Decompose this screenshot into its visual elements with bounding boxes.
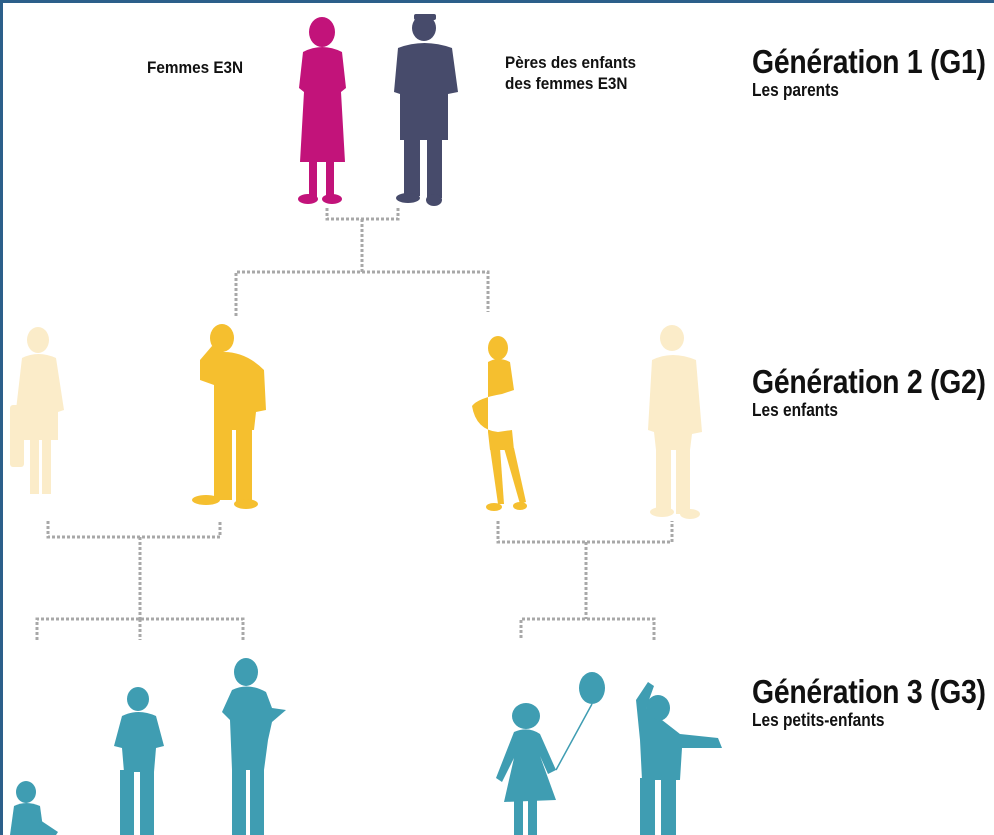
generation-subtitle: Les petits-enfants: [752, 710, 885, 730]
generation-2-label: Génération 2 (G2) Les enfants: [752, 363, 994, 421]
tree-connectors: [35, 208, 674, 640]
child-woman-pregnant-silhouette: [472, 336, 527, 511]
connector-g1-couple: [325, 208, 400, 221]
boy-waving-silhouette: [636, 682, 722, 835]
balloon-icon: [579, 672, 605, 704]
boy-silhouette: [114, 687, 164, 835]
caption-fathers-line2: des femmes E3N: [505, 74, 628, 93]
generation-title: Génération 2 (G2): [752, 363, 986, 400]
girl-with-balloon-silhouette: [496, 672, 605, 835]
mother-silhouette: [298, 17, 346, 204]
generation-title: Génération 1 (G1): [752, 43, 986, 80]
generation-title: Génération 3 (G3): [752, 673, 986, 710]
connector-g2-right-couple: [496, 521, 674, 544]
spouse-right-silhouette: [648, 325, 702, 519]
generation-3-label: Génération 3 (G3) Les petits-enfants: [752, 673, 994, 731]
spouse-left-silhouette: [10, 327, 64, 494]
caption-mothers: Femmes E3N: [147, 58, 244, 77]
connector-g2-branch: [234, 270, 490, 316]
generation-subtitle: Les enfants: [752, 400, 839, 420]
connector-g3-right-branch: [519, 617, 656, 640]
caption-fathers: Pères des enfants des femmes E3N: [505, 52, 636, 94]
father-silhouette: [394, 14, 458, 206]
connector-g2-left-couple: [46, 521, 222, 539]
connector-g3-left-branch: [35, 617, 245, 640]
generation-subtitle: Les parents: [752, 80, 839, 100]
girl-with-tablet-silhouette: [222, 658, 286, 835]
generation-1-label: Génération 1 (G1) Les parents: [752, 43, 994, 101]
caption-fathers-line1: Pères des enfants: [505, 53, 636, 72]
toddler-sitting-silhouette: [10, 781, 58, 835]
child-man-silhouette: [192, 324, 266, 509]
